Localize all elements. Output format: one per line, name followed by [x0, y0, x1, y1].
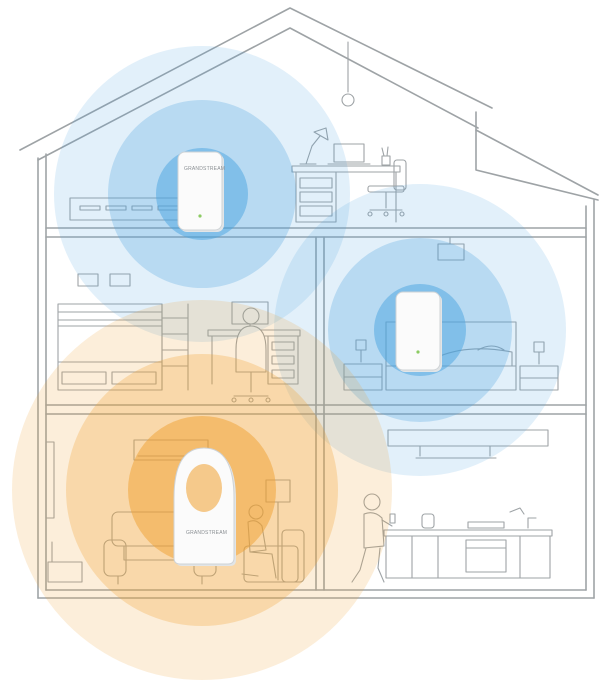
- access-point-middle: GRANDSTREAM: [396, 292, 443, 372]
- access-point-bottom: GRANDSTREAM: [174, 448, 236, 566]
- kettle-icon: [422, 514, 434, 528]
- device-brand-label: GRANDSTREAM: [184, 166, 225, 172]
- access-point-top: GRANDSTREAM: [178, 152, 225, 232]
- device-brand-label: GRANDSTREAM: [402, 306, 443, 312]
- kitchen-counter: [384, 530, 552, 578]
- stovetop: [468, 522, 504, 528]
- wifi-coverage-zones: [12, 46, 566, 680]
- status-led-icon: [198, 214, 201, 217]
- device-brand-label: GRANDSTREAM: [186, 530, 227, 536]
- status-led-icon: [416, 350, 419, 353]
- pen-cup-icon: [382, 147, 390, 165]
- pendant-lamp: [342, 42, 354, 106]
- faucet-icon: [510, 508, 536, 528]
